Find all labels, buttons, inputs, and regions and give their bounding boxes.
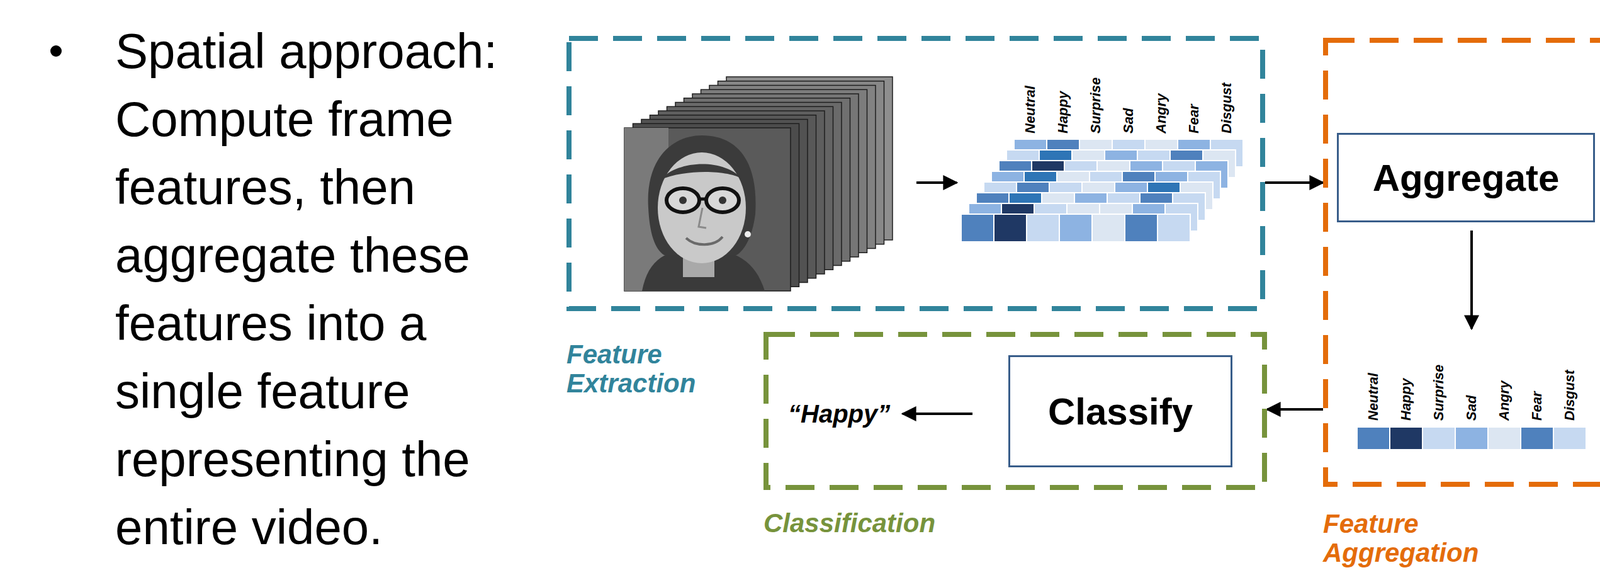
dashed-border <box>1325 40 1600 485</box>
bullet-dot <box>50 45 62 57</box>
video-frame <box>624 127 791 291</box>
glasses-bridge <box>699 197 707 201</box>
bullet-text: Spatial approach: Compute frame features… <box>115 16 531 561</box>
stage-region: Feature Extraction <box>566 35 1266 311</box>
flow-connector <box>1265 181 1324 184</box>
result-label: “Happy” <box>788 398 891 429</box>
aggregated-cell <box>1520 426 1554 450</box>
flow-connector <box>1267 407 1324 411</box>
face <box>657 152 746 264</box>
process-box: Classify <box>1008 354 1233 468</box>
column-header: Disgust <box>1562 369 1578 421</box>
feature-cell <box>1157 214 1191 242</box>
column-header: Angry <box>1496 380 1512 421</box>
process-box: Aggregate <box>1336 132 1595 223</box>
aggregated-cell <box>1422 426 1456 450</box>
glasses-lens <box>666 188 700 213</box>
aggregated-cell <box>1455 426 1488 450</box>
feature-cell <box>993 214 1027 242</box>
aggregated-cell <box>1389 426 1423 450</box>
aggregated-cell <box>1487 426 1521 450</box>
feature-cell <box>1124 214 1158 242</box>
column-header: Sad <box>1121 108 1137 134</box>
fringe <box>660 164 743 180</box>
flow-arrow <box>902 412 973 415</box>
column-header: Fear <box>1529 391 1545 421</box>
column-header: Neutral <box>1022 85 1038 134</box>
feature-cell <box>961 214 994 242</box>
aggregated-cell <box>1357 426 1390 450</box>
feature-cell <box>1092 214 1125 242</box>
mouth <box>686 236 723 245</box>
aggregated-cell <box>1553 426 1587 450</box>
dashed-outline <box>566 35 1266 311</box>
eye <box>718 196 727 204</box>
column-header: Angry <box>1153 93 1169 134</box>
earring <box>744 230 751 238</box>
feature-cell <box>1059 214 1093 242</box>
stage-caption: Classification <box>763 508 1028 538</box>
dashed-outline <box>1323 37 1600 487</box>
stage-caption: Feature Aggregation <box>1323 509 1512 568</box>
column-header: Neutral <box>1365 372 1381 421</box>
column-header: Disgust <box>1219 82 1235 134</box>
nose <box>698 207 707 228</box>
column-header: Sad <box>1464 395 1480 421</box>
box-label: Classify <box>1047 389 1193 434</box>
column-header: Happy <box>1055 91 1071 134</box>
box-label: Aggregate <box>1372 156 1560 200</box>
flow-arrow <box>916 181 957 184</box>
glasses-lens <box>706 188 739 213</box>
column-header: Surprise <box>1431 364 1447 421</box>
eye <box>679 196 687 204</box>
dashed-border <box>766 334 1265 488</box>
flow-arrow <box>1470 230 1473 329</box>
column-header: Happy <box>1398 378 1414 421</box>
stage-caption: Feature Extraction <box>566 339 731 398</box>
dashed-border <box>569 38 1263 309</box>
column-header: Surprise <box>1088 77 1104 134</box>
stage-region: Feature AggregationAggregate <box>1323 37 1600 487</box>
column-header: Fear <box>1186 104 1202 134</box>
feature-cell <box>1026 214 1060 242</box>
